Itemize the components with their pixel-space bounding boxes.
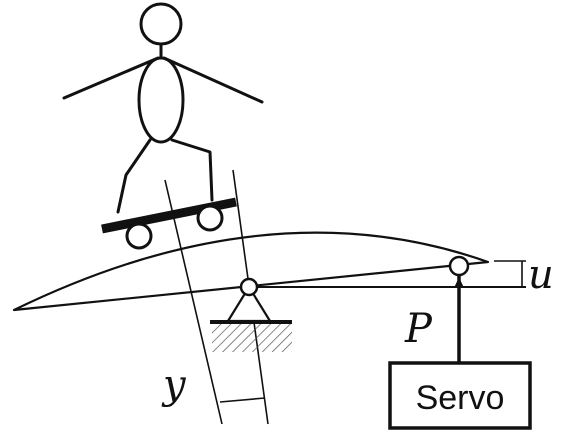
push-rod-arrowhead xyxy=(454,277,464,288)
pivot-support xyxy=(210,277,292,352)
rotation-u-marker xyxy=(494,260,526,287)
figure-head xyxy=(139,2,183,46)
label-y: y xyxy=(161,362,187,408)
figure-right-arm xyxy=(162,56,264,104)
label-p: P xyxy=(404,306,433,352)
label-servo: Servo xyxy=(416,379,505,417)
figure-right-leg xyxy=(170,138,214,202)
figure-torso xyxy=(137,56,185,144)
skateboard-wheel-rear xyxy=(125,222,153,250)
servo-box xyxy=(388,361,532,430)
pivot-joint xyxy=(239,277,259,297)
skateboard-wheel-front xyxy=(196,204,224,232)
ground-hatching xyxy=(212,322,292,352)
actuator-joint xyxy=(448,255,470,277)
skateboarder-figure xyxy=(62,2,264,214)
figure-left-leg xyxy=(116,138,152,214)
board-curved-surface xyxy=(12,231,490,312)
guide-line-left xyxy=(164,179,223,425)
y-dimension-arrow xyxy=(219,397,266,403)
label-u: u xyxy=(528,252,554,298)
figure-left-arm xyxy=(62,56,160,100)
